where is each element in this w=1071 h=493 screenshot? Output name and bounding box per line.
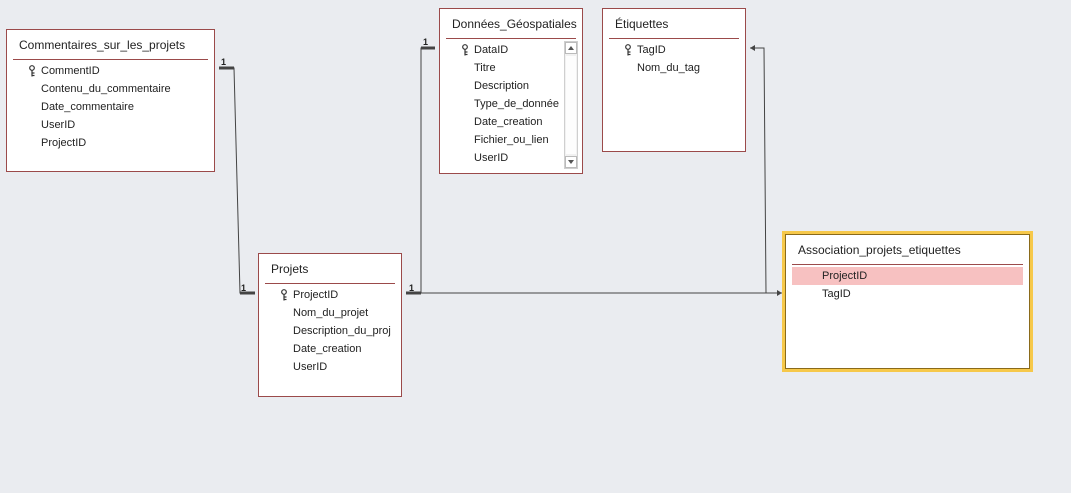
field-label: Description — [474, 80, 530, 92]
field-label: Fichier_ou_lien — [474, 134, 549, 146]
arrow-marker — [777, 290, 782, 296]
field-item[interactable]: DataID — [446, 41, 562, 59]
table-title[interactable]: Projets — [271, 262, 309, 276]
cardinality-label: 1 — [423, 37, 429, 47]
title-divider — [609, 38, 739, 39]
title-divider — [13, 59, 208, 60]
table-title[interactable]: Étiquettes — [615, 17, 669, 31]
field-item[interactable]: Date_creation — [265, 340, 395, 358]
field-label: UserID — [474, 152, 509, 164]
title-divider — [265, 283, 395, 284]
field-item[interactable]: Nom_du_projet — [265, 304, 395, 322]
key-icon — [462, 44, 468, 56]
field-item[interactable]: Date_commentaire — [13, 98, 208, 116]
field-label: UserID — [41, 119, 76, 131]
cardinality-label: 1 — [241, 283, 247, 293]
field-item[interactable]: UserID — [446, 149, 562, 167]
field-list: DataID Titre Description Type_de_donnée … — [446, 41, 562, 167]
field-label: Titre — [474, 62, 496, 74]
field-label: Nom_du_tag — [637, 62, 700, 74]
relationship-line-etiquettes-association — [750, 47, 767, 294]
vertical-scrollbar[interactable] — [564, 41, 578, 169]
field-item[interactable]: Description_du_proj — [265, 322, 395, 340]
field-label: DataID — [474, 44, 509, 56]
key-icon — [281, 289, 287, 301]
field-label: ProjectID — [41, 137, 87, 149]
field-item-selected[interactable]: ProjectID — [792, 267, 1023, 285]
triangle-down-icon — [568, 160, 574, 164]
field-item[interactable]: UserID — [265, 358, 395, 376]
table-title[interactable]: Données_Géospatiales — [452, 17, 577, 31]
field-item[interactable]: ProjectID — [13, 134, 208, 152]
field-label: Nom_du_projet — [293, 307, 369, 319]
field-item[interactable]: Nom_du_tag — [609, 59, 739, 77]
table-commentaires[interactable]: Commentaires_sur_les_projets CommentID C… — [6, 29, 215, 172]
field-label: CommentID — [41, 65, 100, 77]
field-item[interactable]: TagID — [609, 41, 739, 59]
field-list: CommentID Contenu_du_commentaire Date_co… — [13, 62, 208, 152]
table-title[interactable]: Association_projets_etiquettes — [798, 243, 961, 257]
title-divider — [792, 264, 1023, 265]
key-icon — [29, 65, 35, 77]
field-item[interactable]: CommentID — [13, 62, 208, 80]
field-label: Date_creation — [474, 116, 543, 128]
scroll-down-button[interactable] — [565, 156, 577, 168]
field-item[interactable]: Date_creation — [446, 113, 562, 131]
table-title[interactable]: Commentaires_sur_les_projets — [19, 38, 186, 52]
field-item[interactable]: TagID — [792, 285, 1023, 303]
relationship-line-donnees-projets — [406, 47, 435, 294]
field-label: TagID — [637, 44, 666, 56]
field-list: ProjectID TagID — [792, 267, 1023, 303]
field-label: TagID — [822, 288, 851, 300]
table-projets[interactable]: Projets ProjectID Nom_du_projet Descript… — [258, 253, 402, 397]
field-label: Type_de_donnée — [474, 98, 560, 110]
relationship-line-commentaires-projets — [219, 67, 255, 294]
field-item[interactable]: Contenu_du_commentaire — [13, 80, 208, 98]
field-item[interactable]: Titre — [446, 59, 562, 77]
scroll-thumb[interactable] — [566, 56, 576, 154]
field-item[interactable]: ProjectID — [265, 286, 395, 304]
field-item[interactable]: Fichier_ou_lien — [446, 131, 562, 149]
field-item[interactable]: UserID — [13, 116, 208, 134]
field-label: Date_commentaire — [41, 101, 134, 113]
table-donnees-geospatiales[interactable]: Données_Géospatiales DataID Titre Descri… — [439, 8, 583, 174]
field-item[interactable]: Type_de_donnée — [446, 95, 562, 113]
table-etiquettes[interactable]: Étiquettes TagID Nom_du_tag — [602, 8, 746, 152]
arrow-marker — [750, 45, 755, 51]
scroll-up-button[interactable] — [565, 42, 577, 54]
field-list: TagID Nom_du_tag — [609, 41, 739, 77]
field-label: UserID — [293, 361, 328, 373]
field-label: Description_du_proj — [293, 325, 391, 337]
field-label: Contenu_du_commentaire — [41, 83, 171, 95]
title-divider — [446, 38, 576, 39]
field-label: ProjectID — [293, 289, 339, 301]
triangle-up-icon — [568, 46, 574, 50]
field-item[interactable]: Description — [446, 77, 562, 95]
cardinality-label: 1 — [221, 57, 227, 67]
table-association-projets-etiquettes[interactable]: Association_projets_etiquettes ProjectID… — [782, 231, 1033, 372]
field-list: ProjectID Nom_du_projet Description_du_p… — [265, 286, 395, 376]
field-label: ProjectID — [822, 270, 868, 282]
cardinality-label: 1 — [409, 283, 415, 293]
field-label: Date_creation — [293, 343, 362, 355]
key-icon — [625, 44, 631, 56]
